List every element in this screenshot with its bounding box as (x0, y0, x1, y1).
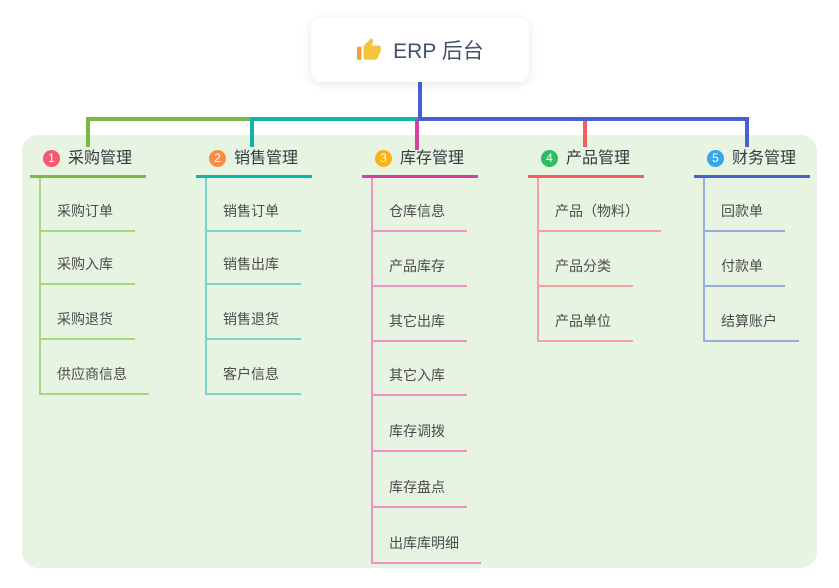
child-node-product-material[interactable]: 产品（物料） (538, 202, 661, 232)
child-node-other-outbound[interactable]: 其它出库 (372, 312, 467, 342)
child-node-outbound-detail[interactable]: 出库库明细 (372, 534, 481, 564)
child-node-warehouse-info[interactable]: 仓库信息 (372, 202, 467, 232)
child-node-product-category[interactable]: 产品分类 (538, 257, 633, 287)
branch-3-label: 库存管理 (400, 150, 465, 167)
branch-1-label: 采购管理 (68, 150, 133, 167)
root-title: ERP 后台 (393, 40, 484, 63)
branch-5-number-badge: 5 (707, 150, 724, 167)
child-node-purchase-order[interactable]: 采购订单 (40, 202, 135, 232)
child-node-purchase-return[interactable]: 采购退货 (40, 310, 135, 340)
branch-node-sales-mgmt[interactable]: 2 销售管理 (196, 148, 312, 178)
branch-2-number-badge: 2 (209, 150, 226, 167)
child-node-purchase-inbound[interactable]: 采购入库 (40, 255, 135, 285)
branch-node-purchase-mgmt[interactable]: 1 采购管理 (30, 148, 146, 178)
child-node-payment-bill[interactable]: 付款单 (704, 257, 785, 287)
child-node-stock-transfer[interactable]: 库存调拨 (372, 422, 467, 452)
child-node-settlement-account[interactable]: 结算账户 (704, 312, 799, 342)
branch-node-product-mgmt[interactable]: 4 产品管理 (528, 148, 644, 178)
child-node-supplier-info[interactable]: 供应商信息 (40, 365, 149, 395)
branch-1-number-badge: 1 (43, 150, 60, 167)
child-node-sales-order[interactable]: 销售订单 (206, 202, 301, 232)
child-node-sales-return[interactable]: 销售退货 (206, 310, 301, 340)
root-node[interactable]: ERP 后台 (311, 18, 529, 82)
branch-4-number-badge: 4 (541, 150, 558, 167)
mindmap-background-panel (22, 135, 817, 568)
child-node-other-inbound[interactable]: 其它入库 (372, 366, 467, 396)
branch-3-number-badge: 3 (375, 150, 392, 167)
child-node-product-stock[interactable]: 产品库存 (372, 257, 467, 287)
child-node-stock-taking[interactable]: 库存盘点 (372, 478, 467, 508)
branch-node-finance-mgmt[interactable]: 5 财务管理 (694, 148, 810, 178)
branch-4-label: 产品管理 (566, 150, 631, 167)
child-node-product-unit[interactable]: 产品单位 (538, 312, 633, 342)
child-node-customer-info[interactable]: 客户信息 (206, 365, 301, 395)
child-node-sales-outbound[interactable]: 销售出库 (206, 255, 301, 285)
branch-node-inventory-mgmt[interactable]: 3 库存管理 (362, 148, 478, 178)
child-node-receipt-bill[interactable]: 回款单 (704, 202, 785, 232)
branch-2-label: 销售管理 (234, 150, 299, 167)
thumbs-up-icon (357, 38, 382, 60)
branch-5-label: 财务管理 (732, 150, 797, 167)
